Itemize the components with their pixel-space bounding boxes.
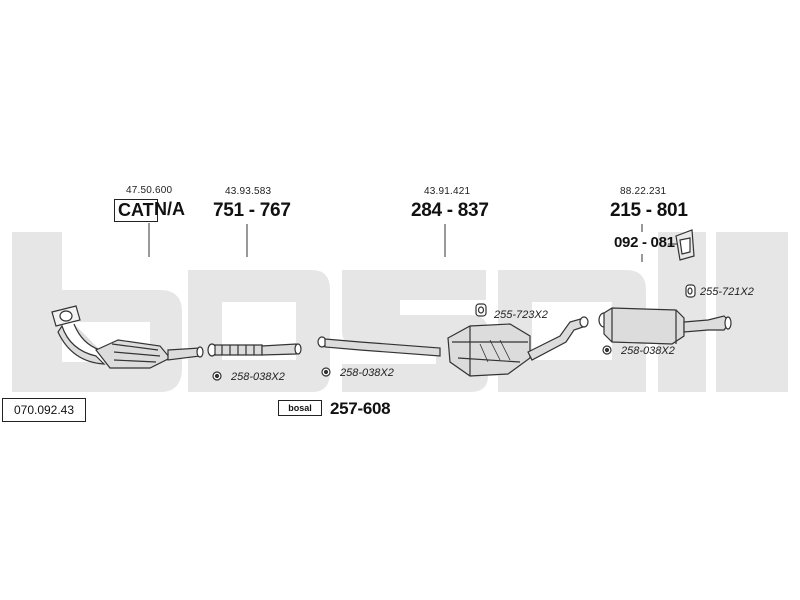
part-number: 284 - 837 — [411, 200, 489, 221]
accessory-label: 258-038X2 — [621, 345, 675, 357]
ref-number: 88.22.231 — [620, 186, 667, 197]
intermediate-pipe — [207, 343, 302, 357]
center-muffler — [317, 316, 589, 377]
part-number: N/A — [154, 199, 185, 219]
part-number: 215 - 801 — [610, 200, 688, 221]
clamp-icon — [212, 371, 222, 381]
accessory-icons — [212, 284, 696, 381]
ref-number: 43.91.421 — [424, 186, 471, 197]
rubber-mount-icon — [685, 284, 696, 298]
accessory-label: 255-721X2 — [700, 286, 754, 298]
rubber-mount-icon — [475, 303, 487, 317]
bosal-logo-box: bosal — [278, 400, 322, 416]
accessory-label: 255-723X2 — [494, 309, 548, 321]
hanger-bracket — [675, 229, 695, 261]
leader-lines — [148, 223, 678, 262]
part-number: 751 - 767 — [213, 200, 291, 221]
accessory-label: 258-038X2 — [340, 367, 394, 379]
rear-muffler — [598, 307, 732, 345]
cat-label: CAT — [114, 199, 158, 222]
clamp-icon — [321, 367, 331, 377]
mounting-kit-number: 257-608 — [330, 399, 391, 418]
ref-number: 43.93.583 — [225, 186, 272, 197]
accessory-label: 258-038X2 — [231, 371, 285, 383]
catalog-number: 070.092.43 — [2, 398, 86, 422]
ref-number: 47.50.600 — [126, 185, 173, 196]
sub-part-number: 092 - 081 — [614, 234, 675, 251]
catalytic-converter — [51, 305, 204, 369]
clamp-icon — [602, 345, 612, 355]
